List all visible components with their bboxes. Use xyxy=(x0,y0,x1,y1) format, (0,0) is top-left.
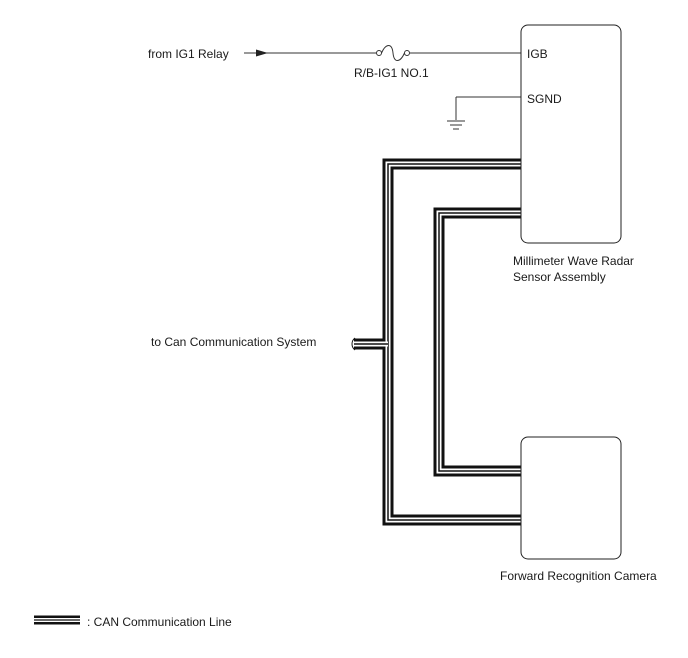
can-bus-inner xyxy=(433,207,521,477)
ground-icon xyxy=(447,120,465,130)
radar-name-line2: Sensor Assembly xyxy=(513,270,606,284)
arrow-right-icon xyxy=(256,49,268,57)
can-branch xyxy=(351,337,388,351)
camera-name-label: Forward Recognition Camera xyxy=(500,569,657,583)
source-label: from IG1 Relay xyxy=(148,47,229,61)
ground-line xyxy=(455,96,521,120)
radar-name-line1: Millimeter Wave Radar xyxy=(513,254,634,268)
terminal-igb-label: IGB xyxy=(527,47,548,61)
legend-label: : CAN Communication Line xyxy=(87,615,232,629)
fuse-icon xyxy=(376,45,410,61)
terminal-sgnd-label: SGND xyxy=(527,92,562,106)
fuse-label: R/B-IG1 NO.1 xyxy=(354,66,429,80)
can-system-label: to Can Communication System xyxy=(151,335,316,349)
radar-sensor-box xyxy=(520,24,622,244)
camera-box xyxy=(520,436,622,560)
